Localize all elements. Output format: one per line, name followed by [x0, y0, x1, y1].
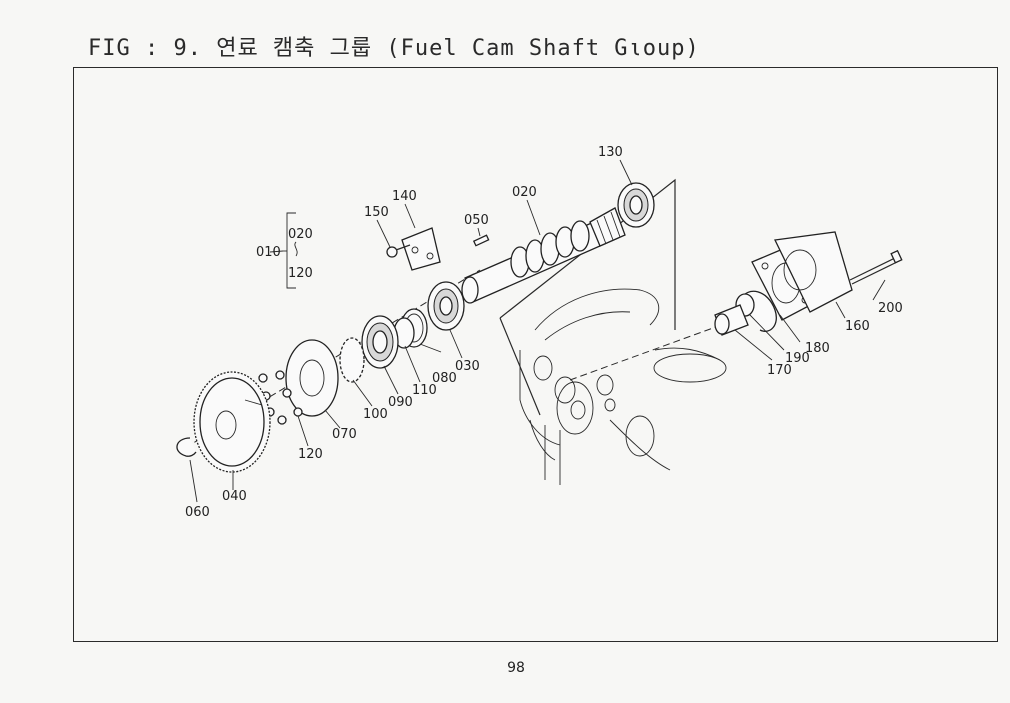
callout-090: 090 — [388, 395, 413, 410]
page-title: FIG : 9. 연료 캠축 그룹 (Fuel Cam Shaft Gιoup) — [88, 36, 700, 61]
diagram-frame — [73, 67, 998, 642]
callout-170: 170 — [767, 363, 792, 378]
governor-sleeve-170 — [714, 304, 749, 336]
circlip-100 — [339, 337, 365, 383]
callout-110: 110 — [412, 383, 437, 398]
callout-010: 010 — [256, 245, 281, 260]
callout-160: 160 — [845, 319, 870, 334]
callout-030: 030 — [455, 359, 480, 374]
key-050 — [472, 234, 490, 247]
callout-010-020: 020 — [288, 227, 313, 242]
bearing-030 — [427, 281, 465, 331]
bearing-090 — [361, 315, 399, 369]
circlip-060 — [176, 437, 197, 457]
callout-070: 070 — [332, 427, 357, 442]
bearing-130 — [617, 182, 655, 228]
callout-130: 130 — [598, 145, 623, 160]
leader-lines — [189, 159, 886, 503]
part-number-callouts: 130 140 150 020 050 010 020 120 200 160 … — [185, 145, 903, 520]
camshaft — [461, 207, 626, 304]
callout-120: 120 — [298, 447, 323, 462]
set-bracket-010 — [283, 212, 298, 289]
fuel-cam-gear-040 — [193, 371, 271, 473]
callout-080: 080 — [432, 371, 457, 386]
bolt-150 — [386, 244, 411, 258]
callout-190: 190 — [785, 351, 810, 366]
engine-housing-outline — [499, 178, 727, 485]
callout-100: 100 — [363, 407, 388, 422]
callout-200: 200 — [878, 301, 903, 316]
callout-040: 040 — [222, 489, 247, 504]
gear-hub-disc-070 — [285, 339, 339, 417]
bolt-200 — [849, 249, 903, 285]
governor-housing-160 — [751, 231, 853, 321]
callout-140: 140 — [392, 189, 417, 204]
retainer-plate-140 — [401, 227, 441, 271]
callout-180: 180 — [805, 341, 830, 356]
callout-010-120: 120 — [288, 266, 313, 281]
callout-050: 050 — [464, 213, 489, 228]
page-number: 98 — [507, 660, 525, 676]
assembly-axis-lines — [184, 269, 791, 449]
callout-020: 020 — [512, 185, 537, 200]
callout-060: 060 — [185, 505, 210, 520]
callout-150: 150 — [364, 205, 389, 220]
